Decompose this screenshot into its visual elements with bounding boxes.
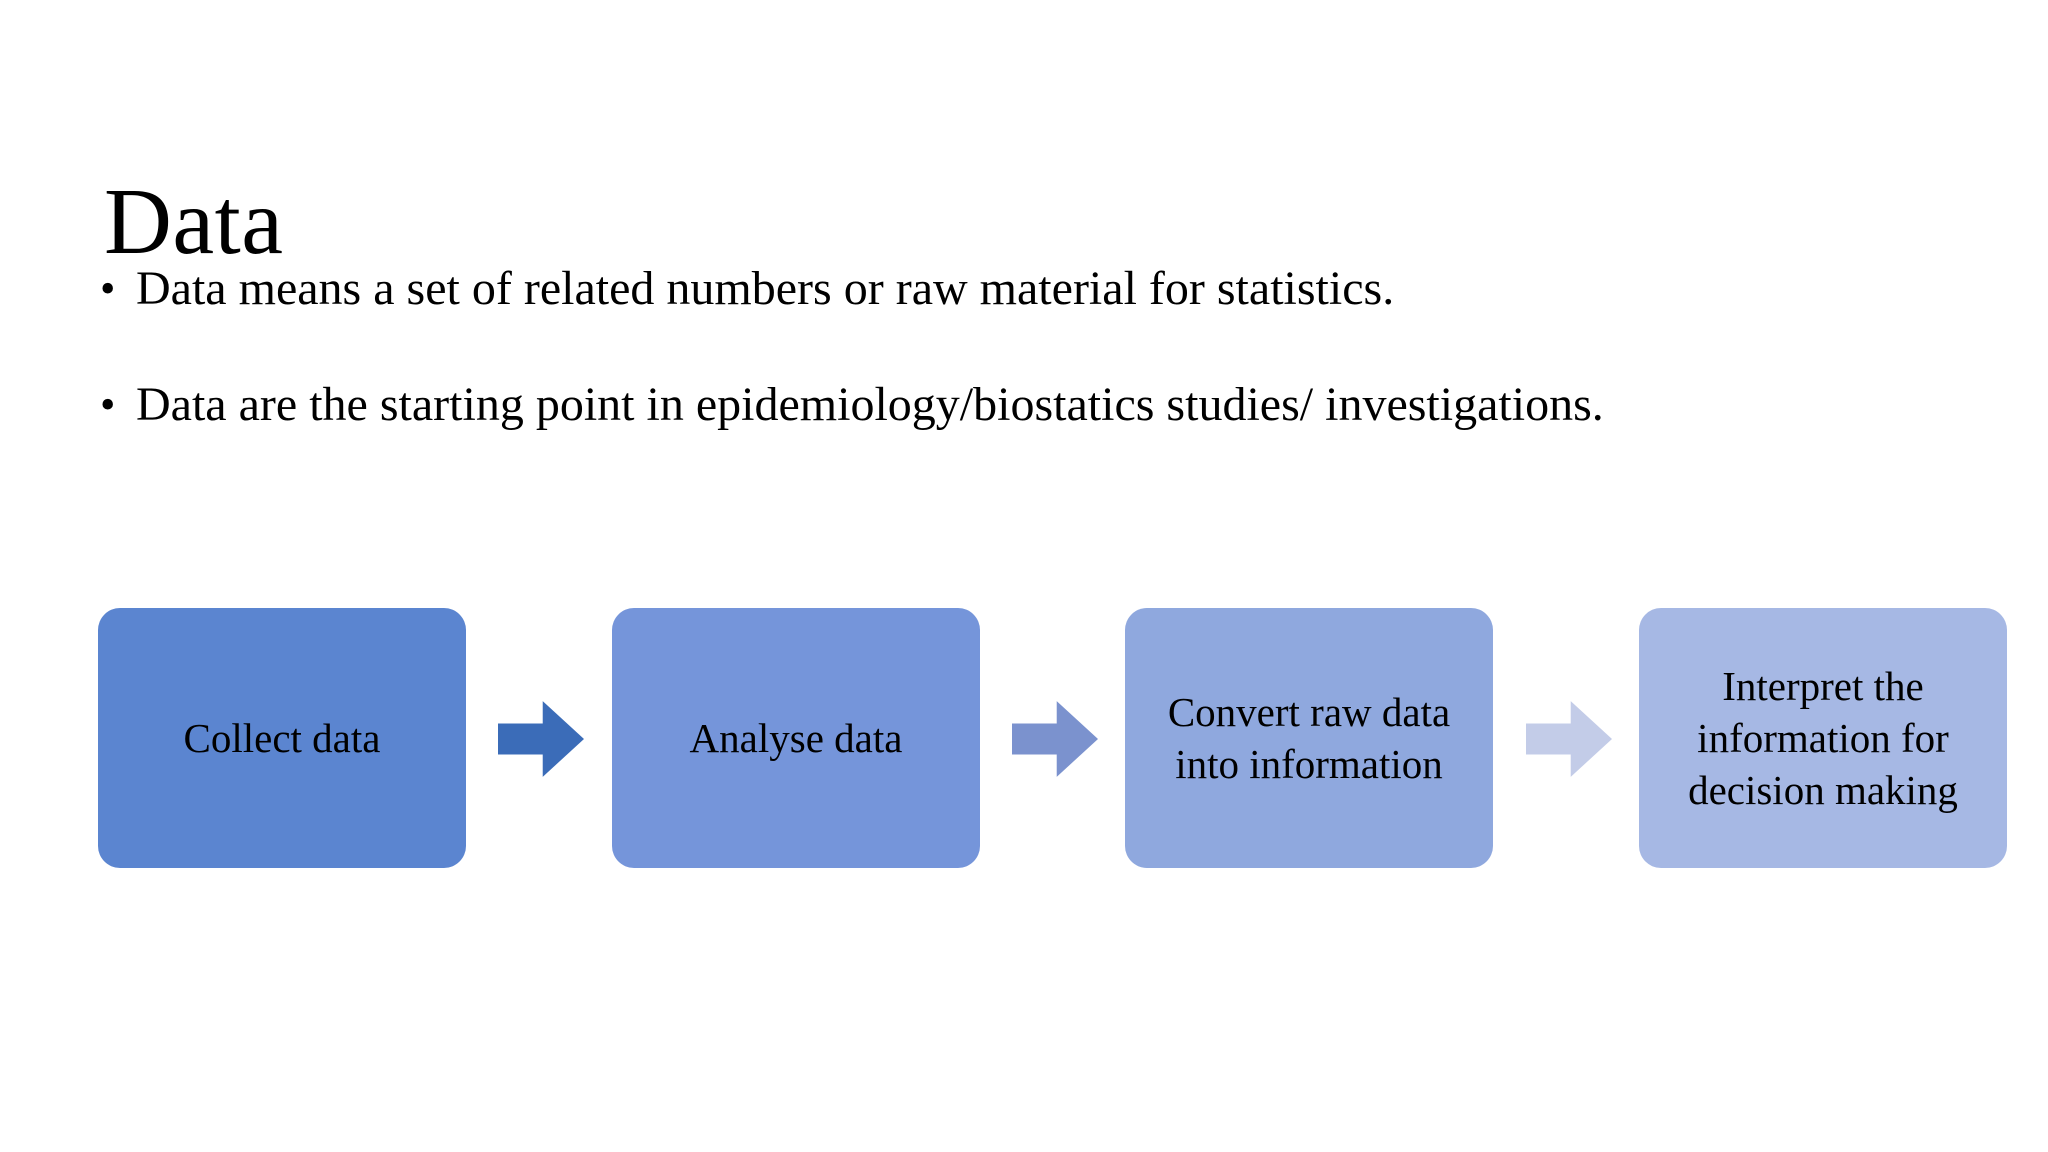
- flow-step-label: Convert raw data into information: [1167, 689, 1451, 787]
- process-flow-diagram: Collect data Analyse data Convert raw da…: [98, 608, 2008, 870]
- flow-step-convert-data: Convert raw data into information: [1125, 608, 1493, 868]
- flow-step-collect-data: Collect data: [98, 608, 466, 868]
- list-item: • Data are the starting point in epidemi…: [100, 374, 2000, 436]
- page-title: Data: [104, 169, 284, 274]
- flow-step-label: Analyse data: [689, 715, 903, 761]
- flow-step-interpret-information: Interpret the information for decision m…: [1639, 608, 2007, 868]
- flow-step-label: Collect data: [183, 715, 381, 761]
- bullet-marker-icon: •: [100, 264, 116, 313]
- arrow-right-icon: [498, 696, 584, 782]
- bullet-text: Data means a set of related numbers or r…: [136, 262, 1395, 315]
- arrow-right-icon: [1526, 696, 1612, 782]
- bullet-marker-icon: •: [100, 380, 116, 429]
- flow-step-label: Interpret the information for decision m…: [1688, 663, 1958, 813]
- flow-step-analyse-data: Analyse data: [612, 608, 980, 868]
- bullet-list: • Data means a set of related numbers or…: [100, 258, 2000, 490]
- arrow-right-icon: [1012, 696, 1098, 782]
- list-item: • Data means a set of related numbers or…: [100, 258, 2000, 320]
- bullet-text: Data are the starting point in epidemiol…: [136, 378, 1604, 431]
